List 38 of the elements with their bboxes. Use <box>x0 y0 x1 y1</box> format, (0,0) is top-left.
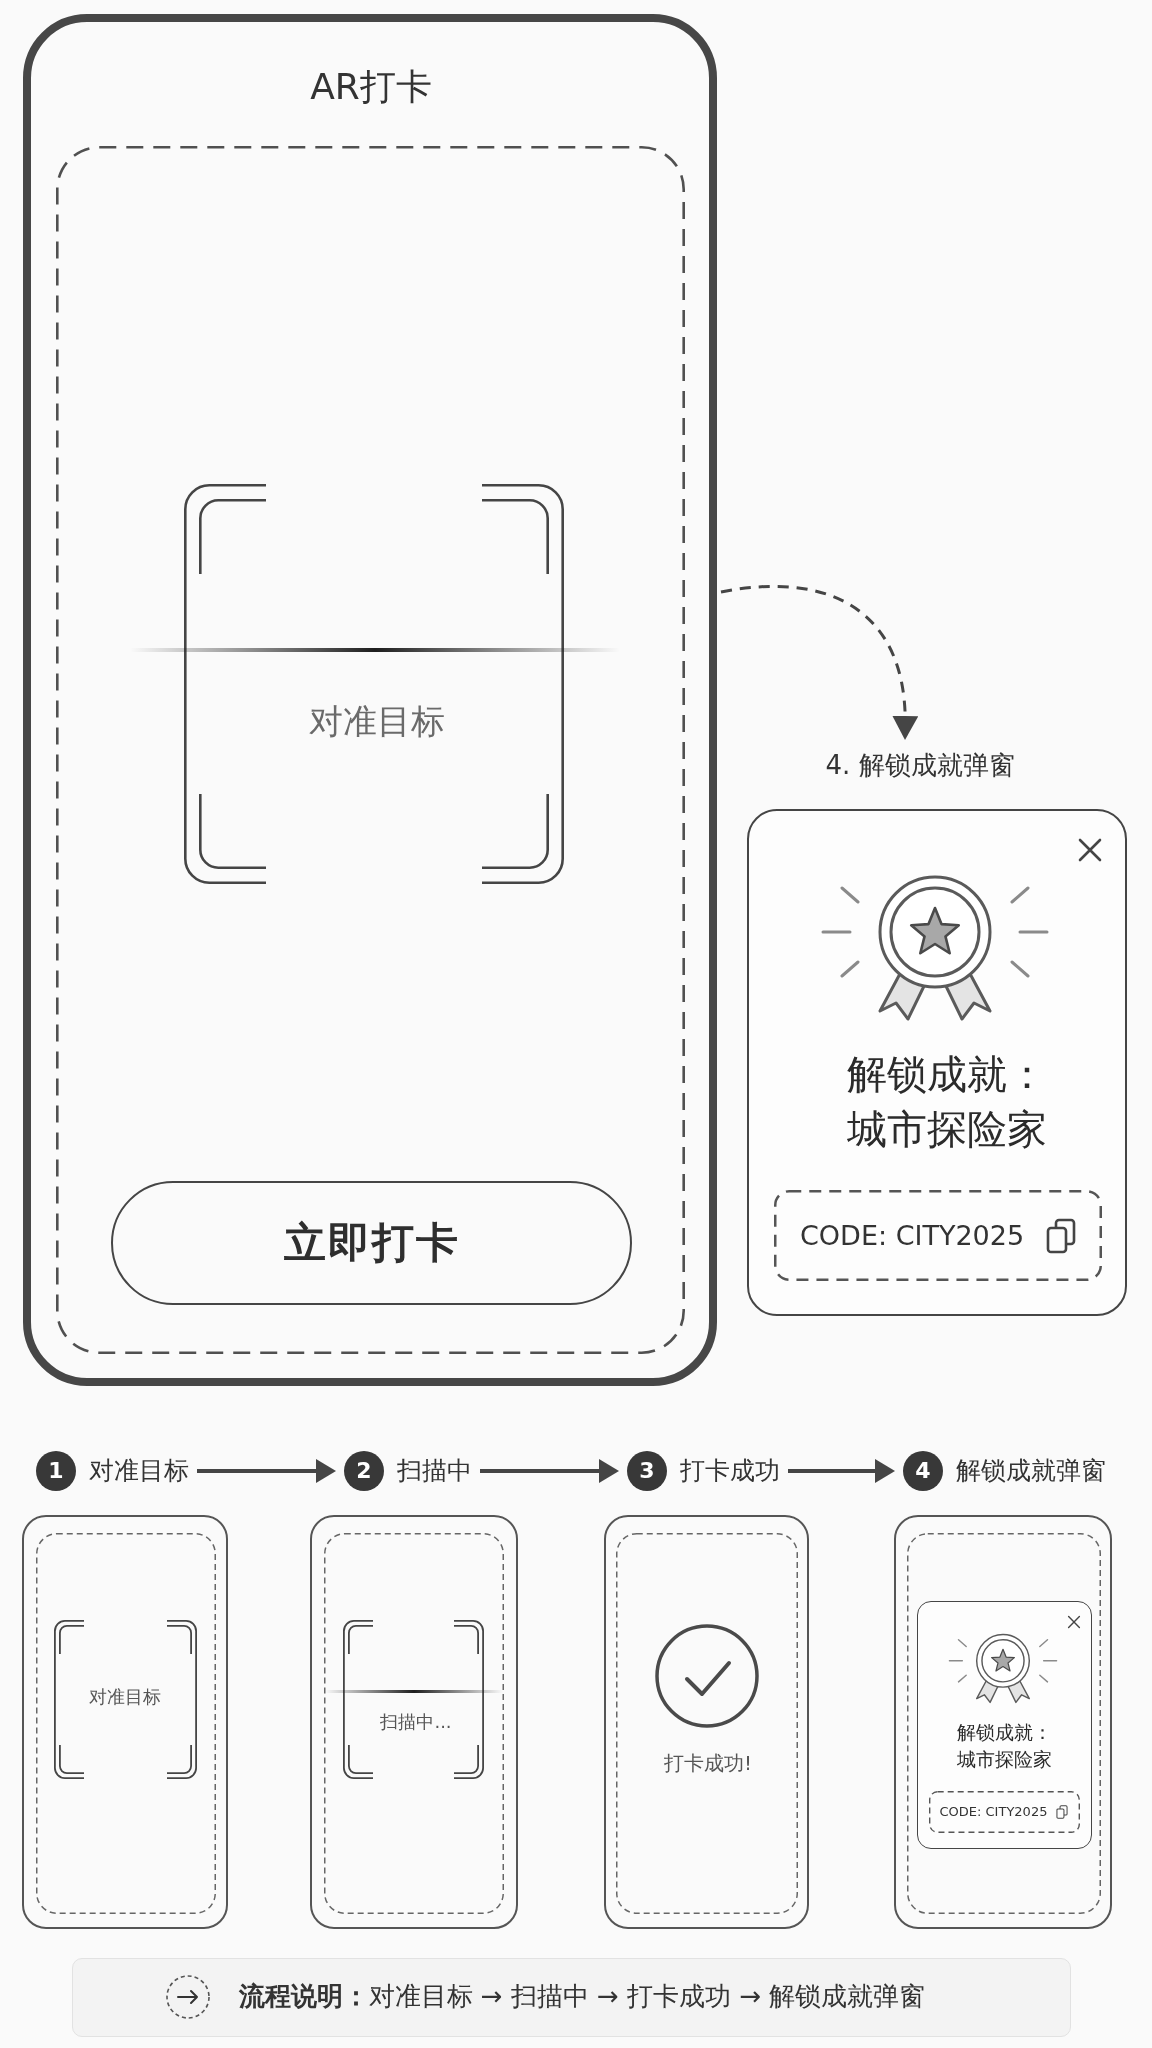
code-text: CODE: CITY2025 <box>800 1219 1025 1253</box>
screen-frame <box>36 1533 216 1914</box>
flow-note: 流程说明：对准目标 → 扫描中 → 打卡成功 → 解锁成就弹窗 <box>238 1980 926 2013</box>
phone-frame <box>310 1515 518 1929</box>
code-text: CODE: CITY2025 <box>939 1803 1048 1820</box>
step-title: 扫描中 <box>397 1456 472 1486</box>
screen-frame <box>907 1533 1101 1914</box>
step-number-badge: 1 <box>36 1451 76 1491</box>
step-title: 对准目标 <box>89 1456 189 1486</box>
scan-hint: 对准目标 <box>309 700 445 742</box>
phone-frame <box>23 14 717 1386</box>
note-bar <box>72 1958 1071 2037</box>
code-field <box>774 1190 1102 1281</box>
phone-frame <box>22 1515 228 1929</box>
curved-arrow <box>720 584 918 740</box>
phone-frame <box>894 1515 1112 1929</box>
step-title: 打卡成功 <box>680 1456 780 1486</box>
screen-title: AR打卡 <box>310 65 432 109</box>
arrow <box>788 1459 895 1483</box>
step-number-badge: 4 <box>903 1451 943 1491</box>
scan-hint: 扫描中... <box>380 1711 452 1733</box>
scan-hint: 对准目标 <box>89 1686 161 1708</box>
arrow <box>197 1459 336 1483</box>
arrow <box>480 1459 619 1483</box>
check-in-button: 立即打卡 <box>111 1181 632 1305</box>
step-number-badge: 2 <box>344 1451 384 1491</box>
achievement-title: 解锁成就：城市探险家 <box>845 1049 1048 1154</box>
step-title: 解锁成就弹窗 <box>956 1456 1106 1486</box>
screen-frame <box>56 146 685 1354</box>
screen-frame <box>616 1533 798 1914</box>
phone-frame <box>604 1515 809 1929</box>
step-number-badge: 3 <box>627 1451 667 1491</box>
popup-heading: 4. 解锁成就弹窗 <box>825 750 1015 782</box>
code-field <box>928 1790 1080 1833</box>
success-text: 打卡成功! <box>664 1751 752 1775</box>
popup-card <box>917 1601 1092 1849</box>
achievement-title: 解锁成就：城市探险家 <box>956 1719 1053 1772</box>
screen-frame <box>324 1533 504 1914</box>
